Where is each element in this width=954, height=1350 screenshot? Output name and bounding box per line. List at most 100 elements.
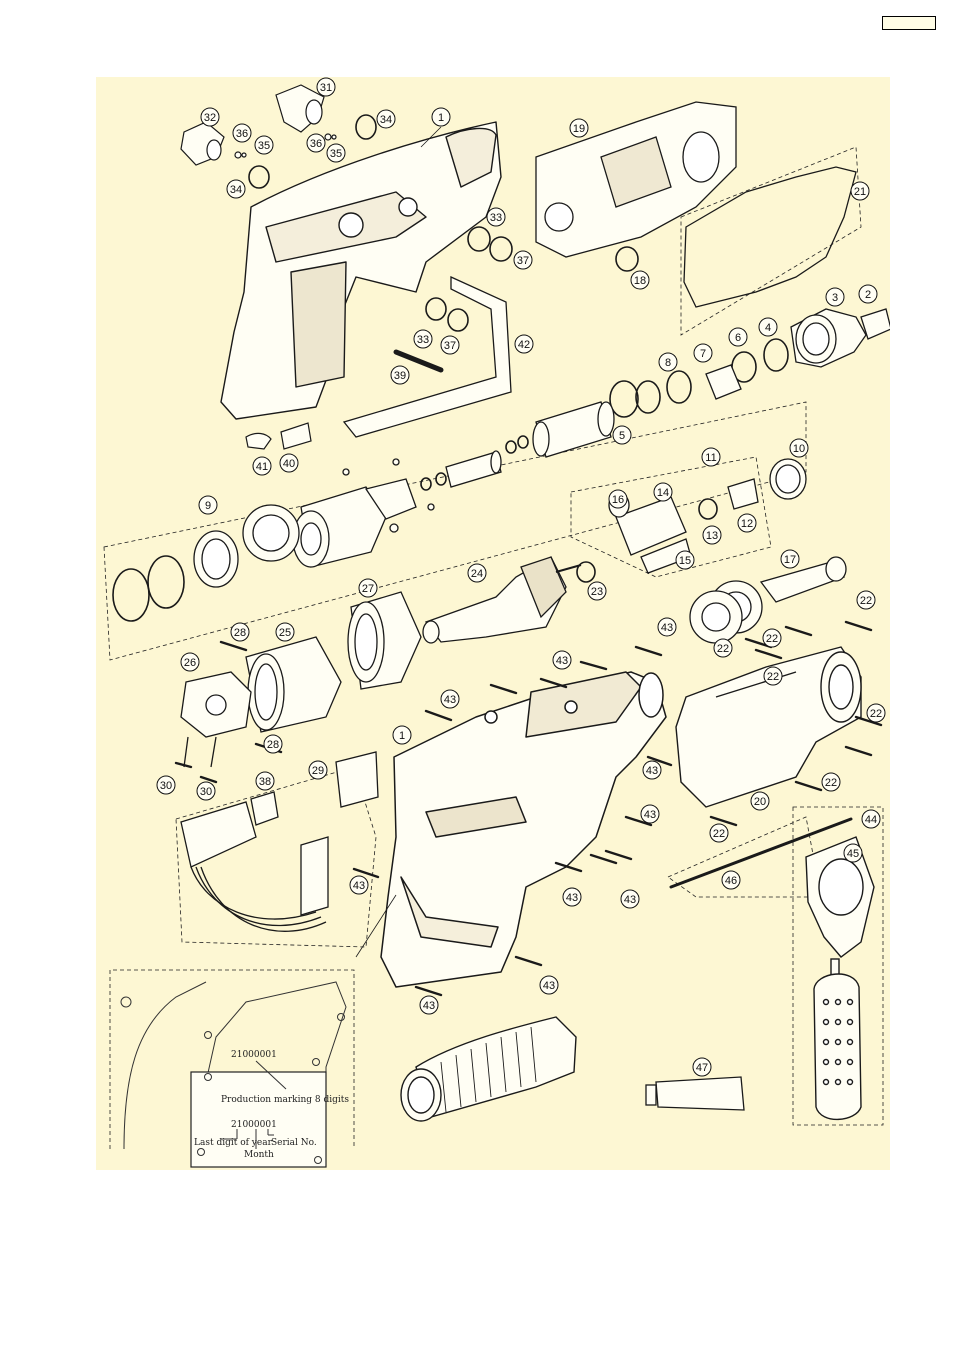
callout-label: 14 — [657, 487, 669, 499]
part-callout-4: 4 — [759, 318, 777, 336]
inset-month-label: Month — [244, 1150, 274, 1160]
part-callout-22: 22 — [763, 629, 781, 647]
callout-label: 41 — [256, 461, 268, 473]
part-callout-36: 36 — [233, 124, 251, 142]
callout-label: 43 — [556, 655, 568, 667]
part-callout-26: 26 — [181, 653, 199, 671]
part-callout-10: 10 — [790, 439, 808, 457]
callout-label: 29 — [312, 765, 324, 777]
callout-label: 20 — [754, 796, 766, 808]
part-callout-16: 16 — [609, 490, 627, 508]
callout-label: 12 — [741, 518, 753, 530]
part-callout-2: 2 — [859, 285, 877, 303]
grease-tube — [646, 1077, 744, 1110]
callout-label: 43 — [646, 765, 658, 777]
callout-label: 21 — [854, 186, 866, 198]
callout-label: 27 — [362, 583, 374, 595]
part-callout-33: 33 — [487, 208, 505, 226]
callout-label: 22 — [766, 633, 778, 645]
callout-label: 1 — [438, 112, 444, 124]
part-callout-34: 34 — [377, 110, 395, 128]
switch-assembly — [181, 752, 378, 931]
cylinder-assembly — [446, 402, 614, 487]
part-callout-8: 8 — [659, 353, 677, 371]
part-callout-22: 22 — [710, 824, 728, 842]
part-callout-30: 30 — [157, 776, 175, 794]
callout-label: 22 — [713, 828, 725, 840]
callout-label: 26 — [184, 657, 196, 669]
part-callout-35: 35 — [255, 136, 273, 154]
part-callout-11: 11 — [702, 448, 720, 466]
part-callout-6: 6 — [729, 328, 747, 346]
callout-label: 6 — [735, 332, 741, 344]
part-callout-29: 29 — [309, 761, 327, 779]
part-callout-43: 43 — [540, 976, 558, 994]
callout-label: 17 — [784, 554, 796, 566]
part-callout-43: 43 — [621, 890, 639, 908]
part-callout-28: 28 — [264, 735, 282, 753]
callout-label: 44 — [865, 814, 877, 826]
part-callout-39: 39 — [391, 366, 409, 384]
callout-label: 36 — [236, 128, 248, 140]
part-callout-32: 32 — [201, 108, 219, 126]
part-callout-22: 22 — [857, 591, 875, 609]
part-callout-22: 22 — [867, 704, 885, 722]
part-callout-25: 25 — [276, 623, 294, 641]
part-callout-9: 9 — [199, 496, 217, 514]
part-callout-22: 22 — [822, 773, 840, 791]
callout-label: 36 — [310, 138, 322, 150]
part-callout-47: 47 — [693, 1058, 711, 1076]
callout-label: 1 — [399, 730, 405, 742]
callout-label: 22 — [767, 671, 779, 683]
part-callout-35: 35 — [327, 144, 345, 162]
callout-label: 30 — [160, 780, 172, 792]
callout-label: 5 — [619, 430, 625, 442]
callout-label: 46 — [725, 875, 737, 887]
callout-label: 39 — [394, 370, 406, 382]
part-callout-3: 3 — [826, 288, 844, 306]
callout-label: 22 — [860, 595, 872, 607]
callout-label: 2 — [865, 289, 871, 301]
callout-label: 43 — [566, 892, 578, 904]
part-callout-15: 15 — [676, 551, 694, 569]
callout-label: 22 — [825, 777, 837, 789]
part-callout-24: 24 — [468, 564, 486, 582]
callout-label: 22 — [870, 708, 882, 720]
part-callout-34: 34 — [227, 180, 245, 198]
callout-label: 19 — [573, 123, 585, 135]
callout-label: 43 — [543, 980, 555, 992]
part-callout-40: 40 — [280, 454, 298, 472]
part-callout-23: 23 — [588, 582, 606, 600]
callout-label: 7 — [700, 348, 706, 360]
callout-label: 16 — [612, 494, 624, 506]
part-callout-31: 31 — [317, 78, 335, 96]
callout-label: 43 — [353, 880, 365, 892]
part-callout-20: 20 — [751, 792, 769, 810]
callout-label: 18 — [634, 275, 646, 287]
callout-label: 25 — [279, 627, 291, 639]
callout-label: 13 — [706, 530, 718, 542]
part-callout-14: 14 — [654, 483, 672, 501]
callout-label: 43 — [444, 694, 456, 706]
callout-label: 34 — [230, 184, 242, 196]
motor-housing-parts — [246, 592, 421, 732]
part-callout-45: 45 — [844, 844, 862, 862]
clutch-group — [194, 459, 434, 587]
part-callout-17: 17 — [781, 550, 799, 568]
small-parts-40-41 — [246, 423, 311, 449]
part-callout-28: 28 — [231, 623, 249, 641]
part-callout-1: 1 — [393, 726, 411, 744]
callout-label: 31 — [320, 82, 332, 94]
part-callout-36: 36 — [307, 134, 325, 152]
brush-holder — [181, 672, 251, 767]
part-callout-22: 22 — [764, 667, 782, 685]
inset-serial-label: Serial No. — [271, 1138, 317, 1148]
part-callout-43: 43 — [563, 888, 581, 906]
callout-label: 34 — [380, 114, 392, 126]
part-callout-1: 1 — [432, 108, 450, 126]
rear-housing — [536, 102, 736, 257]
part-callout-46: 46 — [722, 871, 740, 889]
part-callout-43: 43 — [441, 690, 459, 708]
callout-label: 28 — [234, 627, 246, 639]
group-frame-44 — [668, 817, 821, 897]
